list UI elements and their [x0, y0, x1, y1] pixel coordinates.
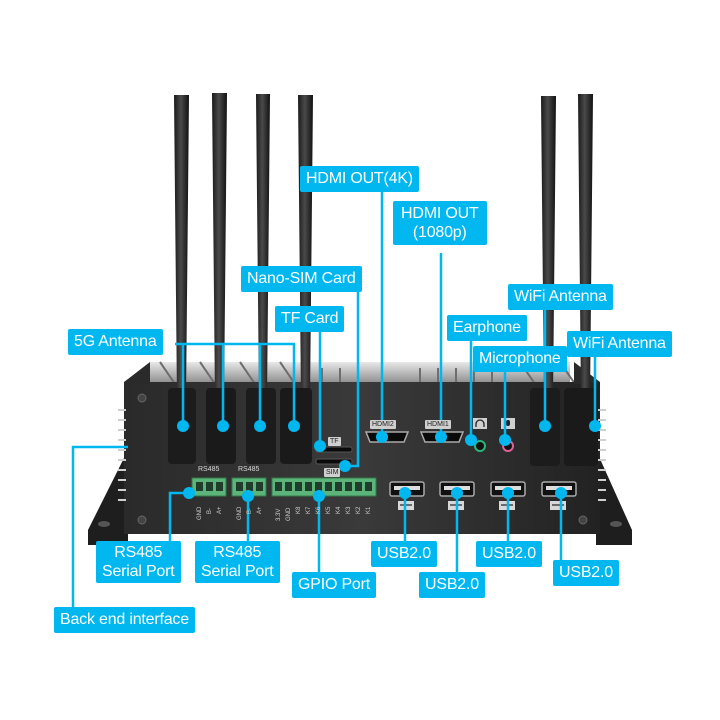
pin-label: K8 [296, 506, 302, 514]
pin-label: GND [237, 506, 243, 520]
rs485-terminal-1 [191, 477, 227, 497]
callout-microphone: Microphone [473, 346, 567, 372]
callout-rs485-1: RS485 Serial Port [96, 541, 181, 583]
callout-nano-sim: Nano-SIM Card [241, 266, 362, 292]
microphone-icon [501, 418, 515, 429]
callout-wifi-antenna-1: WiFi Antenna [508, 284, 613, 310]
pin-label: A+ [257, 506, 263, 514]
tf-marking: TF [328, 437, 341, 446]
side-fins [118, 409, 606, 501]
callout-back-end-interface: Back end interface [54, 607, 195, 633]
headphones-icon [473, 418, 487, 429]
pin-label: K5 [326, 506, 332, 514]
leader-dots [177, 420, 601, 502]
callout-5g-antenna: 5G Antenna [68, 329, 163, 355]
callout-usb-3: USB2.0 [476, 541, 542, 567]
antenna-wifi-2 [564, 94, 598, 466]
pin-label: GND [286, 507, 292, 521]
sim-marking: SIM [324, 468, 341, 477]
callout-hdmi-1080p: HDMI OUT (1080p) [393, 201, 487, 245]
pin-label: K4 [336, 506, 342, 514]
callout-rs485-2: RS485 Serial Port [195, 541, 280, 583]
rs485-marking-2: RS485 [238, 466, 260, 473]
callout-hdmi-4k: HDMI OUT(4K) [300, 166, 419, 192]
callout-tf-card: TF Card [275, 306, 345, 332]
pin-label: B- [207, 508, 213, 514]
hdmi1-marking: HDMI1 [425, 420, 451, 429]
rs485-marking-1: RS485 [198, 466, 220, 473]
pin-label: K3 [346, 506, 352, 514]
pin-label: K7 [306, 506, 312, 514]
leader-lines [71, 192, 597, 608]
pin-label: 3.3V [276, 508, 282, 521]
pin-label: K1 [366, 506, 372, 514]
callout-gpio: GPIO Port [292, 572, 376, 598]
callout-wifi-antenna-2: WiFi Antenna [567, 331, 672, 357]
callout-usb-4: USB2.0 [553, 560, 619, 586]
callout-usb-2: USB2.0 [419, 572, 485, 598]
rs485-terminal-2 [231, 477, 267, 497]
callout-usb-1: USB2.0 [371, 541, 437, 567]
pin-label: GND [197, 506, 203, 520]
pin-label: K6 [316, 506, 322, 514]
gpio-terminal [271, 477, 377, 497]
hdmi2-marking: HDMI2 [370, 420, 396, 429]
mounting-flange-right [596, 450, 632, 545]
pin-label: B- [247, 508, 253, 514]
chassis [124, 382, 600, 534]
callout-earphone: Earphone [447, 315, 527, 341]
earphone-jack [474, 440, 486, 452]
pin-label: K2 [356, 506, 362, 514]
mounting-flange-left [88, 450, 128, 545]
pin-label: A+ [217, 506, 223, 514]
antenna-5g-2 [206, 93, 236, 464]
